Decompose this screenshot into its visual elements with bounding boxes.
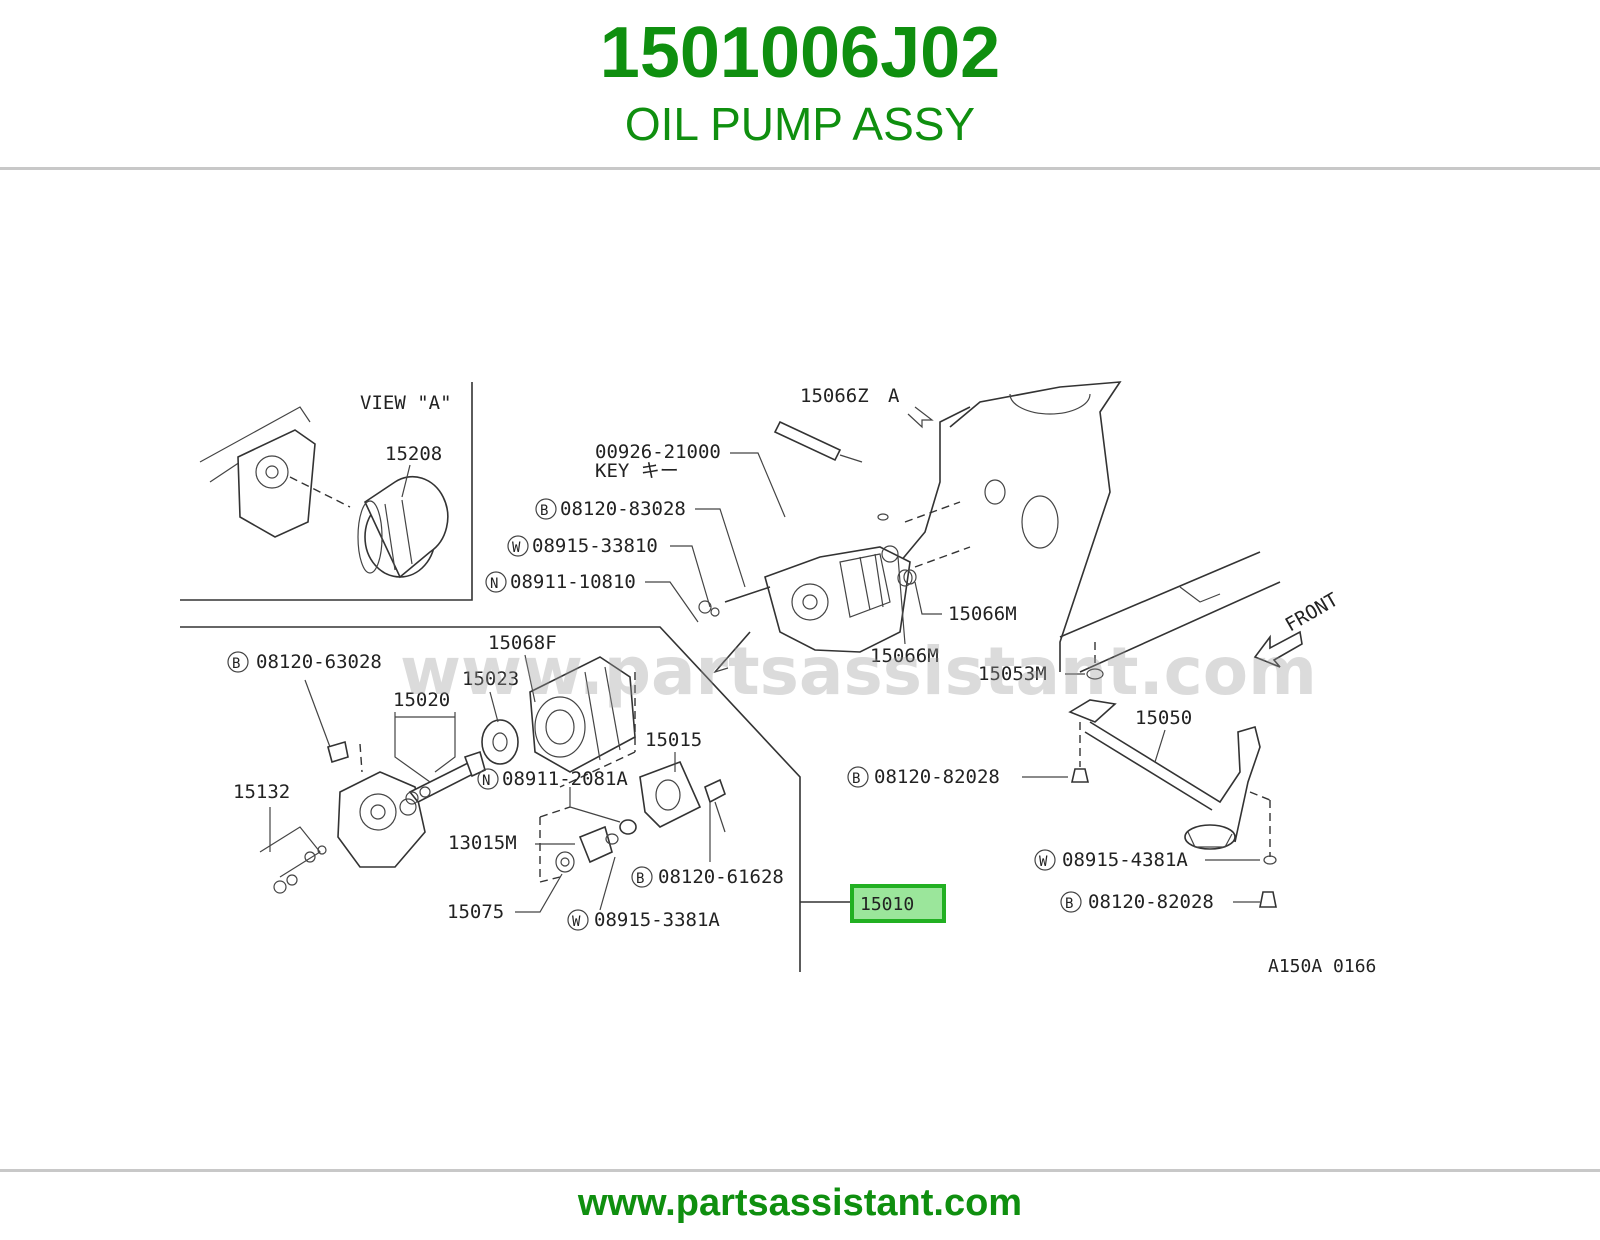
sealant-tube-15066z: 15066Z A xyxy=(773,385,934,463)
callout-08120-82028-upper: B 08120-82028 xyxy=(847,766,1090,788)
label-08911-10810: 08911-10810 xyxy=(510,571,636,593)
oil-strainer-15050 xyxy=(1068,699,1271,857)
nut-badge: N xyxy=(490,576,498,592)
callout-08915-33810: W 08915-33810 xyxy=(507,535,711,608)
label-15066z-view-a: A xyxy=(888,385,900,407)
label-15020: 15020 xyxy=(393,689,450,711)
label-08911-2081a: 08911-2081A xyxy=(502,768,628,790)
callout-08911-2081a: N 08911-2081A xyxy=(477,768,637,835)
label-08120-82028-lower: 08120-82028 xyxy=(1088,891,1214,913)
bolt-badge-5: B xyxy=(636,871,644,887)
nut-badge-2: N xyxy=(482,773,490,789)
relief-valve-15020 xyxy=(405,750,486,805)
footer-divider xyxy=(0,1169,1600,1172)
label-15015: 15015 xyxy=(645,729,702,751)
oil-pump-body-15132 xyxy=(337,743,426,868)
callout-08911-10810: N 08911-10810 xyxy=(485,571,699,623)
bolt-badge: B xyxy=(540,503,548,519)
label-15023: 15023 xyxy=(462,668,519,690)
part-name-subtitle: OIL PUMP ASSY xyxy=(624,98,976,150)
highlighted-part-15010[interactable]: 15010 xyxy=(850,884,946,923)
parts-diagram: VIEW "A" 15208 15066Z A xyxy=(180,381,1376,977)
label-00926-21000: 00926-21000 xyxy=(595,441,721,463)
oil-pump-body-assembled xyxy=(698,501,971,674)
label-08915-4381a: 08915-4381A xyxy=(1062,849,1188,871)
view-a-inset: VIEW "A" 15208 xyxy=(180,382,473,601)
exploded-view-bracket xyxy=(180,626,801,972)
regulator-valve-parts xyxy=(539,806,619,883)
washer-badge-2: W xyxy=(1039,854,1048,870)
label-08120-83028: 08120-83028 xyxy=(560,498,686,520)
view-a-label: VIEW "A" xyxy=(360,392,452,414)
label-15050: 15050 xyxy=(1135,707,1192,729)
bolt-badge-3: B xyxy=(1065,896,1073,912)
bolt-badge-4: B xyxy=(232,656,240,672)
label-15208: 15208 xyxy=(385,443,442,465)
regulator-cover-15015 xyxy=(639,760,726,833)
figure-code: A150A 0166 xyxy=(1268,956,1376,977)
washer-badge: W xyxy=(512,540,521,556)
callout-08915-3381a: W 08915-3381A xyxy=(567,856,720,931)
footer-website-link[interactable]: www.partsassistant.com xyxy=(577,1182,1023,1224)
label-08120-61628: 08120-61628 xyxy=(658,866,784,888)
callout-08120-82028-lower: B 08120-82028 xyxy=(1060,891,1277,913)
callout-08120-83028: B 08120-83028 xyxy=(535,498,746,588)
callout-08120-63028: B 08120-63028 xyxy=(227,651,382,764)
label-15075: 15075 xyxy=(447,901,504,923)
bolt-badge-2: B xyxy=(852,771,860,787)
watermark: www.partsassistant.com xyxy=(400,633,1317,710)
oil-filter-15208 xyxy=(357,475,449,579)
label-08120-63028: 08120-63028 xyxy=(256,651,382,673)
callout-08120-61628: B 08120-61628 xyxy=(631,802,784,888)
washer-badge-3: W xyxy=(572,914,581,930)
label-15066z: 15066Z xyxy=(800,385,869,407)
label-15132: 15132 xyxy=(233,781,290,803)
label-15053m: 15053M xyxy=(978,663,1047,685)
engine-block xyxy=(899,381,1281,673)
part-number-title: 1501006J02 xyxy=(599,13,1001,93)
label-key: KEY キー xyxy=(595,460,679,482)
label-08120-82028-upper: 08120-82028 xyxy=(874,766,1000,788)
label-15010[interactable]: 15010 xyxy=(860,894,914,915)
callout-08915-4381a: W 08915-4381A xyxy=(1034,849,1277,871)
label-15066m-right: 15066M xyxy=(948,603,1017,625)
label-15066m-lower: 15066M xyxy=(870,645,939,667)
label-15068f: 15068F xyxy=(488,632,557,654)
header-divider xyxy=(0,167,1600,170)
inner-rotor-15023 xyxy=(481,719,519,765)
label-08915-33810: 08915-33810 xyxy=(532,535,658,557)
label-08915-3381a: 08915-3381A xyxy=(594,909,720,931)
label-13015m: 13015M xyxy=(448,832,517,854)
outer-rotor-15068f xyxy=(529,656,636,788)
oil-pump-cover-view-a xyxy=(237,429,316,538)
front-label: FRONT xyxy=(1282,589,1343,637)
